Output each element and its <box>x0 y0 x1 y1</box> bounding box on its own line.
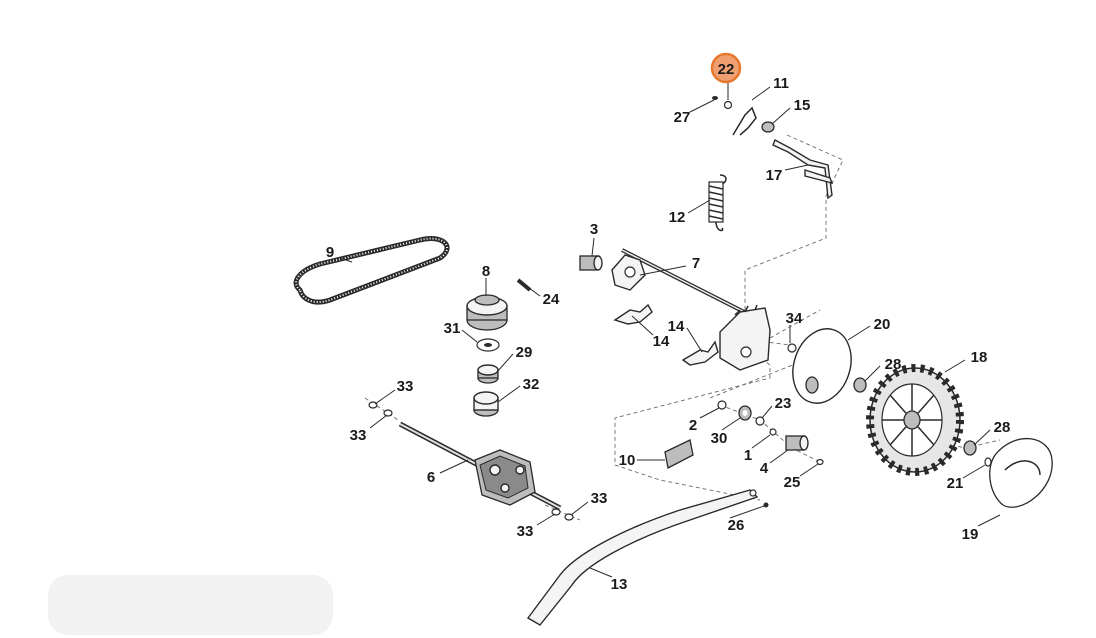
callout-13[interactable]: 13 <box>611 576 628 593</box>
callout-19[interactable]: 19 <box>962 526 979 543</box>
gear-sector <box>719 304 771 371</box>
pulley <box>466 294 508 331</box>
callout-25[interactable]: 25 <box>784 474 801 491</box>
pin <box>516 278 532 292</box>
lever-clip <box>613 303 653 325</box>
hub-disc <box>792 328 852 404</box>
callout-1[interactable]: 1 <box>744 447 752 464</box>
drive-pinion <box>785 435 809 451</box>
callout-33-bottom[interactable]: 33 <box>517 523 534 540</box>
clip <box>383 409 393 417</box>
callout-24[interactable]: 24 <box>543 291 560 308</box>
clip <box>551 508 561 516</box>
callout-3[interactable]: 3 <box>590 221 598 238</box>
callout-33-right[interactable]: 33 <box>591 490 608 507</box>
callout-10[interactable]: 10 <box>619 452 636 469</box>
callout-33-top[interactable]: 33 <box>397 378 414 395</box>
clip <box>564 513 574 521</box>
wheel-bearing <box>853 377 867 393</box>
callout-20[interactable]: 20 <box>874 316 891 333</box>
callout-9[interactable]: 9 <box>326 244 334 261</box>
tension-spring <box>708 174 727 232</box>
callout-4[interactable]: 4 <box>760 460 769 477</box>
mounting-plate <box>664 439 694 469</box>
callout-12[interactable]: 12 <box>669 209 686 226</box>
callout-21[interactable]: 21 <box>947 475 964 492</box>
washer-small <box>717 400 727 410</box>
callout-14-lower[interactable]: 14 <box>653 333 670 350</box>
callout-17[interactable]: 17 <box>766 167 783 184</box>
callout-28-upper[interactable]: 28 <box>885 356 902 373</box>
callout-26[interactable]: 26 <box>728 517 745 534</box>
e-clip <box>712 96 718 100</box>
o-ring <box>755 416 765 426</box>
callout-7[interactable]: 7 <box>692 255 700 272</box>
cable-bracket <box>772 139 834 200</box>
wheel-bearing <box>963 440 977 456</box>
rear-wheel <box>866 364 964 476</box>
hub-cap <box>989 438 1053 508</box>
circlip <box>816 458 824 466</box>
drive-belt <box>293 236 450 305</box>
spacer <box>738 405 752 421</box>
selected-callout-highlight <box>710 52 742 84</box>
small-pin <box>763 502 769 508</box>
callout-11[interactable]: 11 <box>773 75 789 92</box>
small-washer <box>723 100 733 110</box>
callout-15[interactable]: 15 <box>794 97 811 114</box>
callout-34[interactable]: 34 <box>786 310 803 327</box>
callout-32[interactable]: 32 <box>523 376 540 393</box>
key <box>769 428 777 436</box>
callout-23[interactable]: 23 <box>775 395 792 412</box>
callout-22[interactable]: 22 <box>718 61 735 78</box>
clutch-sleeve <box>473 391 499 417</box>
callout-28-lower[interactable]: 28 <box>994 419 1011 436</box>
callout-31[interactable]: 31 <box>444 320 461 337</box>
bearing <box>477 364 499 384</box>
callout-8[interactable]: 8 <box>482 263 490 280</box>
washer-hole <box>484 343 492 347</box>
callout-27[interactable]: 27 <box>674 109 691 126</box>
torsion-spring <box>732 106 757 136</box>
callout-2[interactable]: 2 <box>689 417 697 434</box>
callout-30[interactable]: 30 <box>711 430 728 447</box>
gearbox <box>474 449 536 506</box>
bushing <box>761 121 775 133</box>
callout-leader-lines <box>339 80 1001 578</box>
gear-sleeve <box>579 255 603 271</box>
callout-14-upper[interactable]: 14 <box>668 318 685 335</box>
callout-6[interactable]: 6 <box>427 469 435 486</box>
control-rod <box>526 489 759 626</box>
shift-lever-shaft <box>611 248 761 322</box>
callout-18[interactable]: 18 <box>971 349 988 366</box>
retaining-ring <box>787 343 797 353</box>
callout-29[interactable]: 29 <box>516 344 533 361</box>
callout-33-left[interactable]: 33 <box>350 427 367 444</box>
background-smudge <box>48 575 333 635</box>
lever-clip <box>681 340 719 366</box>
callout-labels: 27 22 11 15 17 12 9 3 7 8 24 31 29 32 14… <box>326 61 1011 593</box>
